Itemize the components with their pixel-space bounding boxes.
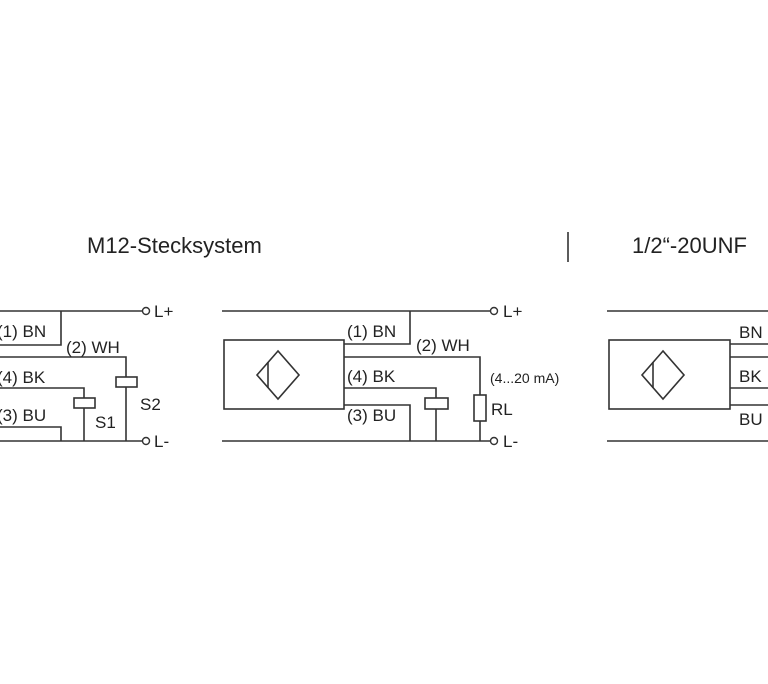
label-bn: (1) BN — [347, 322, 396, 341]
diagram-2: L+ L- (1) BN (2) WH (4) BK (3) BU (4...2… — [222, 302, 559, 451]
title-m12: M12-Stecksystem — [87, 233, 262, 258]
wire-bn — [0, 311, 62, 346]
relay — [424, 397, 449, 410]
wire-bk — [344, 387, 437, 398]
label-bk: (4) BK — [0, 368, 46, 387]
label-l-minus: L- — [503, 432, 518, 451]
label-rl: RL — [491, 400, 513, 419]
label-wh: (2) WH — [66, 338, 120, 357]
diagram-3: BN BK BU — [607, 310, 768, 442]
wire-bu — [344, 404, 411, 441]
label-l-plus: L+ — [503, 302, 522, 321]
sensor-body — [223, 339, 345, 410]
sensor-symbol-icon — [255, 349, 301, 401]
wire-wh — [344, 356, 481, 395]
label-current-range: (4...20 mA) — [490, 370, 559, 386]
terminal-plus — [489, 306, 499, 316]
terminal-minus — [489, 436, 499, 446]
diagram-1: L+ L- (1) BN (2) WH (4) BK (3) BU S1 S2 — [0, 302, 173, 451]
label-wh: (2) WH — [416, 336, 470, 355]
relay-s2 — [115, 376, 138, 388]
load-resistor — [473, 394, 487, 422]
label-l-minus: L- — [154, 432, 169, 451]
label-l-plus: L+ — [154, 302, 173, 321]
sensor-symbol-icon — [640, 349, 686, 401]
label-s2: S2 — [140, 395, 161, 414]
label-bk: (4) BK — [347, 367, 396, 386]
label-s1: S1 — [95, 413, 116, 432]
wire-wh — [0, 356, 127, 377]
wire-bk — [0, 387, 85, 398]
wire-bn — [344, 311, 411, 345]
label-bu: (3) BU — [0, 406, 46, 425]
relay-s1 — [73, 397, 96, 409]
label-bu: (3) BU — [347, 406, 396, 425]
terminal-plus — [141, 306, 151, 316]
label-bn: (1) BN — [0, 322, 46, 341]
label-bk: BK — [739, 367, 762, 386]
label-bn: BN — [739, 323, 763, 342]
sensor-body — [608, 339, 731, 410]
wire-bu — [0, 426, 62, 441]
label-bu: BU — [739, 410, 763, 429]
title-unf: 1/2“-20UNF — [632, 233, 747, 258]
terminal-minus — [141, 436, 151, 446]
